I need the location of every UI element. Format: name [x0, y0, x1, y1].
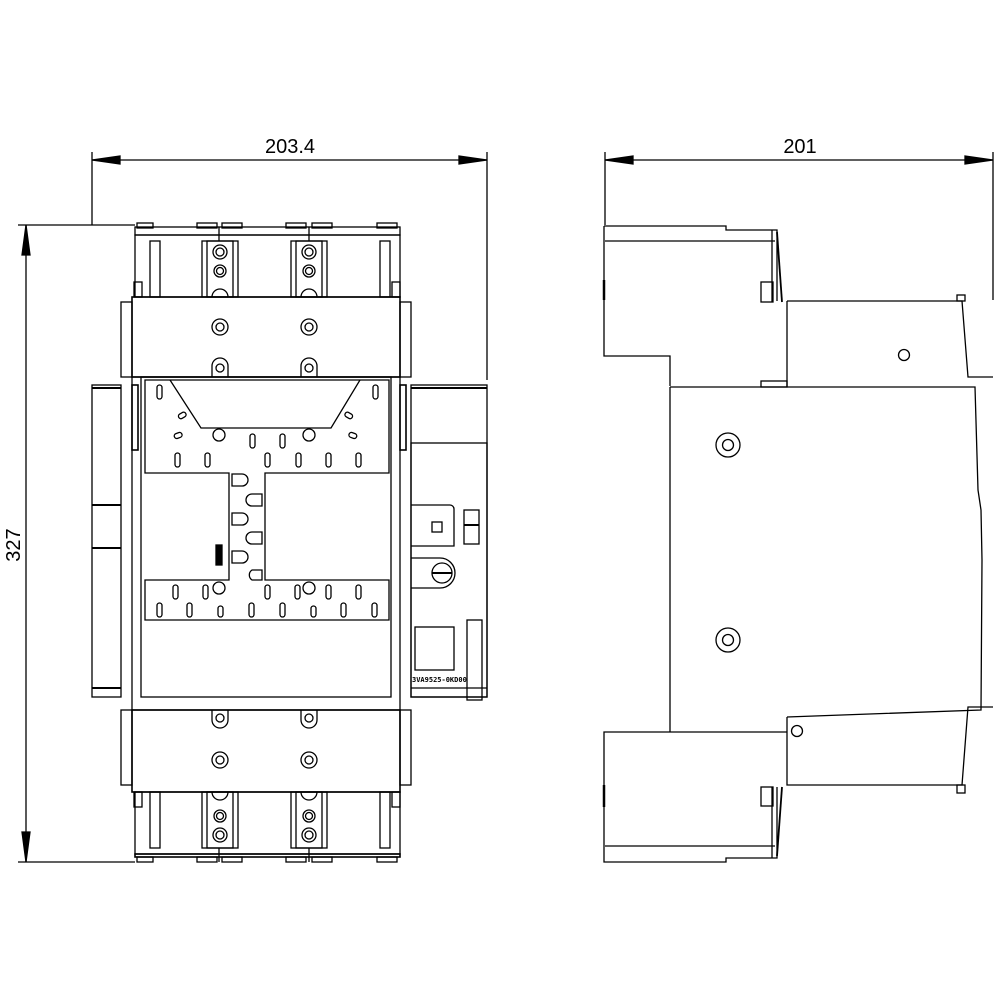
dimension-label-front-height: 327 [3, 528, 25, 561]
front-view: 3VA9525-0KD00 [91, 222, 488, 863]
bottom-terminal-left [201, 791, 239, 862]
front-cover-plate [144, 379, 390, 621]
top-terminal-right [290, 227, 328, 298]
dimension-front-height: 327 [3, 224, 135, 863]
dimension-label-side-depth: 201 [783, 136, 816, 158]
dimension-front-width: 203.4 [91, 136, 488, 380]
dimension-label-front-width: 203.4 [265, 136, 315, 158]
dimension-side-depth: 201 [604, 136, 994, 300]
indicator-icon [215, 544, 223, 566]
side-accessory-module: 3VA9525-0KD00 [410, 442, 488, 701]
module-part-label: 3VA9525-0KD00 [412, 676, 467, 684]
side-view [602, 225, 993, 863]
bottom-terminal-right [290, 791, 328, 862]
top-terminal-left [201, 227, 239, 298]
